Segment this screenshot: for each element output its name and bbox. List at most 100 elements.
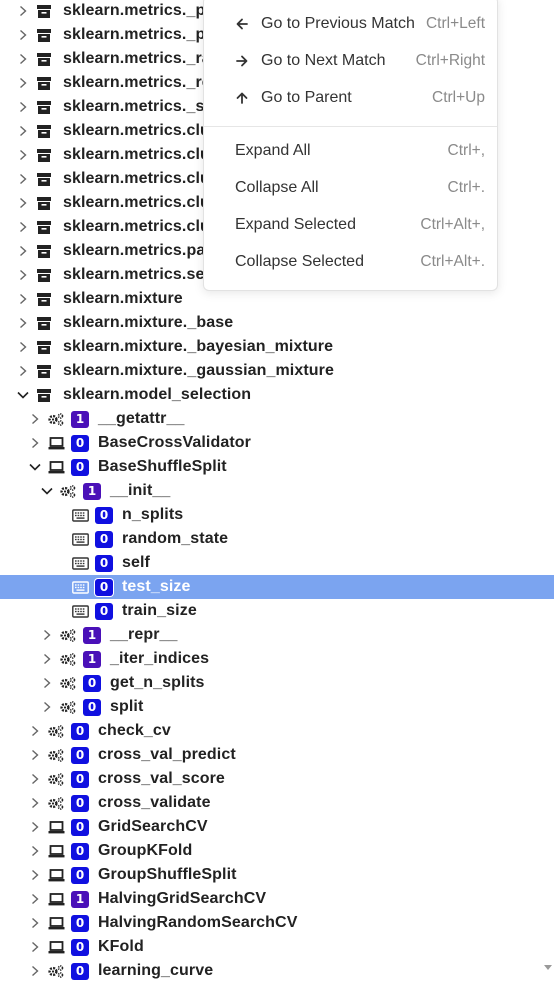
chevron-right-icon[interactable] xyxy=(29,815,41,839)
chevron-right-icon[interactable] xyxy=(17,95,29,119)
tree-row[interactable]: sklearn.metrics._p xyxy=(0,0,554,23)
tree-row[interactable]: 1_iter_indices xyxy=(0,647,554,671)
menu-item-label: Go to Next Match xyxy=(261,51,386,69)
chevron-right-icon[interactable] xyxy=(17,47,29,71)
tree-row[interactable]: sklearn.mixture._bayesian_mixture xyxy=(0,335,554,359)
chevron-right-icon[interactable] xyxy=(41,695,53,719)
tree-row[interactable]: 1__getattr__ xyxy=(0,407,554,431)
chevron-right-icon[interactable] xyxy=(29,767,41,791)
menu-item-previous-match[interactable]: Go to Previous Match Ctrl+Left xyxy=(204,5,497,42)
chevron-down-icon[interactable] xyxy=(29,455,41,479)
menu-item-next-match[interactable]: Go to Next Match Ctrl+Right xyxy=(204,42,497,79)
menu-item-label: Collapse All xyxy=(235,178,319,196)
tree-row-label: HalvingGridSearchCV xyxy=(98,890,267,907)
menu-item-expand-selected[interactable]: Expand Selected Ctrl+Alt+, xyxy=(204,206,497,243)
scrollbar-down-arrow[interactable] xyxy=(542,960,554,974)
menu-item-shortcut: Ctrl+. xyxy=(447,178,485,196)
chevron-right-icon[interactable] xyxy=(29,719,41,743)
chevron-right-icon[interactable] xyxy=(41,671,53,695)
chevron-right-icon[interactable] xyxy=(29,431,41,455)
chevron-right-icon[interactable] xyxy=(17,335,29,359)
chevron-right-icon[interactable] xyxy=(29,887,41,911)
chevron-right-icon[interactable] xyxy=(41,623,53,647)
chevron-right-icon[interactable] xyxy=(17,263,29,287)
tree-row[interactable]: sklearn.metrics.pa xyxy=(0,239,554,263)
tree-row-label: sklearn.metrics.clu xyxy=(63,194,210,211)
parameter-icon xyxy=(71,527,89,551)
tree-row[interactable]: sklearn.metrics.clu xyxy=(0,167,554,191)
chevron-right-icon[interactable] xyxy=(29,959,41,983)
tree-row[interactable]: sklearn.metrics.clu xyxy=(0,215,554,239)
function-icon xyxy=(47,719,65,743)
chevron-right-icon[interactable] xyxy=(17,167,29,191)
chevron-right-icon[interactable] xyxy=(17,0,29,23)
count-badge: 1 xyxy=(83,650,101,668)
tree-row[interactable]: sklearn.metrics._ra xyxy=(0,47,554,71)
chevron-right-icon[interactable] xyxy=(29,407,41,431)
tree-row[interactable]: sklearn.metrics._s xyxy=(0,95,554,119)
tree-row[interactable]: sklearn.metrics.clu xyxy=(0,119,554,143)
tree-row[interactable]: sklearn.model_selection xyxy=(0,383,554,407)
function-icon xyxy=(47,791,65,815)
tree-row-label: test_size xyxy=(122,578,191,595)
tree-row[interactable]: sklearn.metrics.se xyxy=(0,263,554,287)
chevron-right-icon[interactable] xyxy=(17,143,29,167)
chevron-right-icon[interactable] xyxy=(17,311,29,335)
tree-row-label: GridSearchCV xyxy=(98,818,208,835)
tree-row[interactable]: sklearn.metrics.clu xyxy=(0,191,554,215)
chevron-down-icon[interactable] xyxy=(17,383,29,407)
chevron-right-icon[interactable] xyxy=(29,743,41,767)
menu-item-go-to-parent[interactable]: Go to Parent Ctrl+Up xyxy=(204,79,497,116)
tree-row[interactable]: 1__repr__ xyxy=(0,623,554,647)
chevron-right-icon[interactable] xyxy=(17,191,29,215)
chevron-right-icon[interactable] xyxy=(17,215,29,239)
chevron-right-icon[interactable] xyxy=(17,359,29,383)
tree-row[interactable]: sklearn.metrics._p xyxy=(0,23,554,47)
tree-row-label: sklearn.model_selection xyxy=(63,386,252,403)
package-icon xyxy=(35,23,53,47)
menu-item-expand-all[interactable]: Expand All Ctrl+, xyxy=(204,132,497,169)
chevron-right-icon[interactable] xyxy=(17,119,29,143)
chevron-right-icon[interactable] xyxy=(29,911,41,935)
tree-row[interactable]: sklearn.mixture._base xyxy=(0,311,554,335)
chevron-right-icon[interactable] xyxy=(17,23,29,47)
chevron-right-icon[interactable] xyxy=(29,791,41,815)
chevron-right-icon[interactable] xyxy=(17,71,29,95)
tree-row[interactable]: sklearn.mixture._gaussian_mixture xyxy=(0,359,554,383)
tree-row[interactable]: sklearn.mixture xyxy=(0,287,554,311)
chevron-right-icon[interactable] xyxy=(29,863,41,887)
tree-row[interactable]: sklearn.metrics._re xyxy=(0,71,554,95)
chevron-right-icon[interactable] xyxy=(17,239,29,263)
chevron-right-icon[interactable] xyxy=(29,935,41,959)
chevron-right-icon[interactable] xyxy=(17,287,29,311)
menu-item-collapse-all[interactable]: Collapse All Ctrl+. xyxy=(204,169,497,206)
chevron-right-icon[interactable] xyxy=(41,647,53,671)
count-badge: 0 xyxy=(71,914,89,932)
tree-row[interactable]: sklearn.metrics.clu xyxy=(0,143,554,167)
chevron-right-icon[interactable] xyxy=(29,839,41,863)
menu-item-collapse-selected[interactable]: Collapse Selected Ctrl+Alt+. xyxy=(204,243,497,280)
tree-row[interactable]: 1__init__ xyxy=(0,479,554,503)
tree-row-label: sklearn.metrics._p xyxy=(63,2,206,19)
chevron-down-icon[interactable] xyxy=(41,479,53,503)
